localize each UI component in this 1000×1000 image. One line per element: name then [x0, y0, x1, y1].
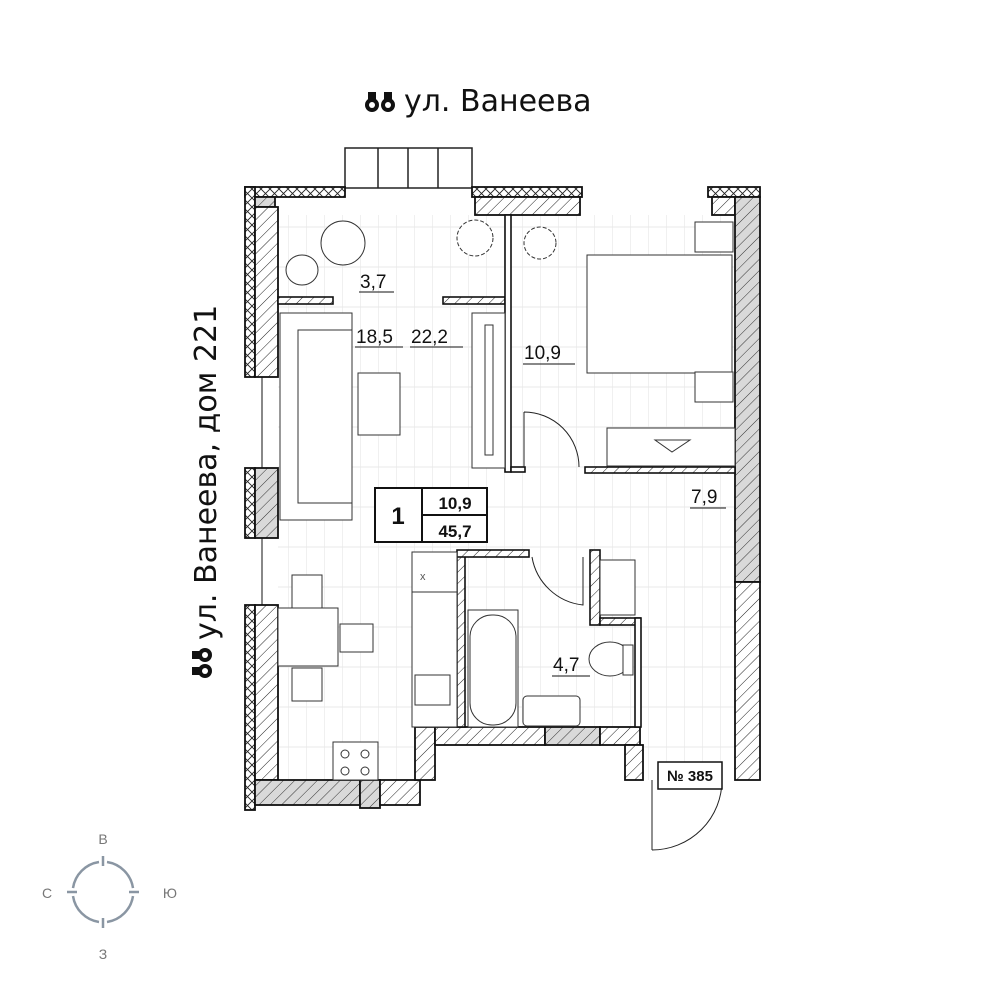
living-area: 10,9: [438, 494, 471, 513]
compass-west: С: [42, 885, 52, 901]
area-living: 18,5: [356, 327, 393, 348]
svg-text:№ 385: № 385: [667, 768, 713, 785]
apartment-number: № 385: [657, 761, 723, 790]
compass-east: Ю: [163, 885, 177, 901]
rooms-count: 1: [391, 503, 404, 530]
exterior-walls: [244, 186, 761, 811]
compass-north: В: [98, 831, 107, 847]
svg-text:x: x: [420, 571, 426, 583]
binoculars-icon: [192, 648, 212, 678]
total-area: 45,7: [438, 522, 471, 541]
area-hall: 7,9: [691, 487, 717, 508]
furniture: x: [277, 219, 736, 781]
compass: В Ю З С: [42, 831, 177, 962]
bay-window: [344, 147, 473, 189]
apartment-summary: 1 10,9 45,7: [374, 487, 488, 543]
room-labels: 3,7 18,5 22,2 10,9 7,9 4,7: [355, 272, 726, 677]
binoculars-icon: [365, 92, 395, 112]
street-name-left: ул. Ванеева, дом 221: [189, 305, 224, 640]
street-label-left: ул. Ванеева, дом 221: [189, 305, 224, 678]
area-kitchen-living: 22,2: [411, 327, 448, 348]
street-label-top: ул. Ванеева: [365, 84, 592, 119]
street-name-top: ул. Ванеева: [404, 84, 592, 119]
compass-ring-icon: [67, 856, 139, 928]
doors: [523, 411, 723, 851]
area-loggia: 3,7: [360, 272, 386, 293]
area-bedroom: 10,9: [524, 343, 561, 364]
compass-south: З: [99, 946, 107, 962]
area-bathroom: 4,7: [553, 655, 579, 676]
